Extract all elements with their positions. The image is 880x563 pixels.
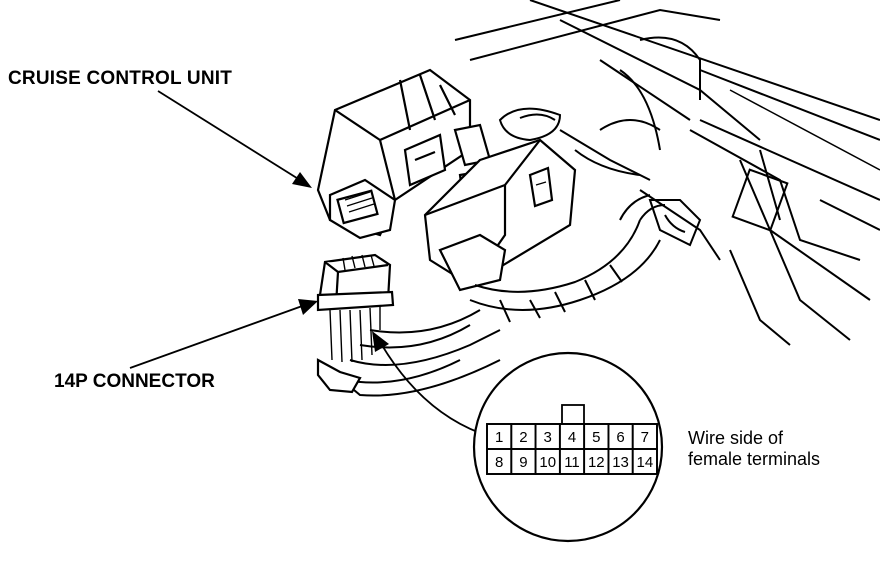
14p-connector-plug (316, 253, 395, 394)
terminal-number: 9 (519, 454, 527, 471)
terminal-number: 12 (588, 454, 605, 471)
arrow-heads (292, 172, 389, 352)
terminal-number: 11 (564, 454, 580, 471)
cruise-control-unit-label: CRUISE CONTROL UNIT (8, 68, 233, 89)
terminal-number: 6 (616, 429, 624, 446)
wire-side-caption: Wire side of female terminals (688, 428, 820, 470)
connector-lock-tab (561, 404, 585, 425)
wire-side-caption-line2: female terminals (688, 449, 821, 469)
terminal-number: 8 (495, 454, 503, 471)
control-module-drawing (423, 138, 577, 292)
terminal-cell (631, 448, 658, 475)
terminal-number: 2 (519, 429, 527, 446)
callout-arrows (129, 90, 481, 434)
terminal-number: 7 (641, 429, 649, 446)
wire-side-caption-line1: Wire side of (688, 428, 784, 448)
terminal-number: 13 (612, 454, 629, 471)
terminal-number: 5 (592, 429, 600, 446)
terminal-number: 3 (544, 429, 552, 446)
cruise-control-unit-drawing (316, 68, 497, 240)
terminal-number: 4 (568, 429, 576, 446)
terminal-number: 14 (637, 454, 654, 471)
terminal-number: 1 (495, 429, 503, 446)
terminal-number: 10 (539, 454, 556, 471)
steering-column (454, 0, 880, 346)
14p-connector-label: 14P CONNECTOR (54, 371, 215, 392)
